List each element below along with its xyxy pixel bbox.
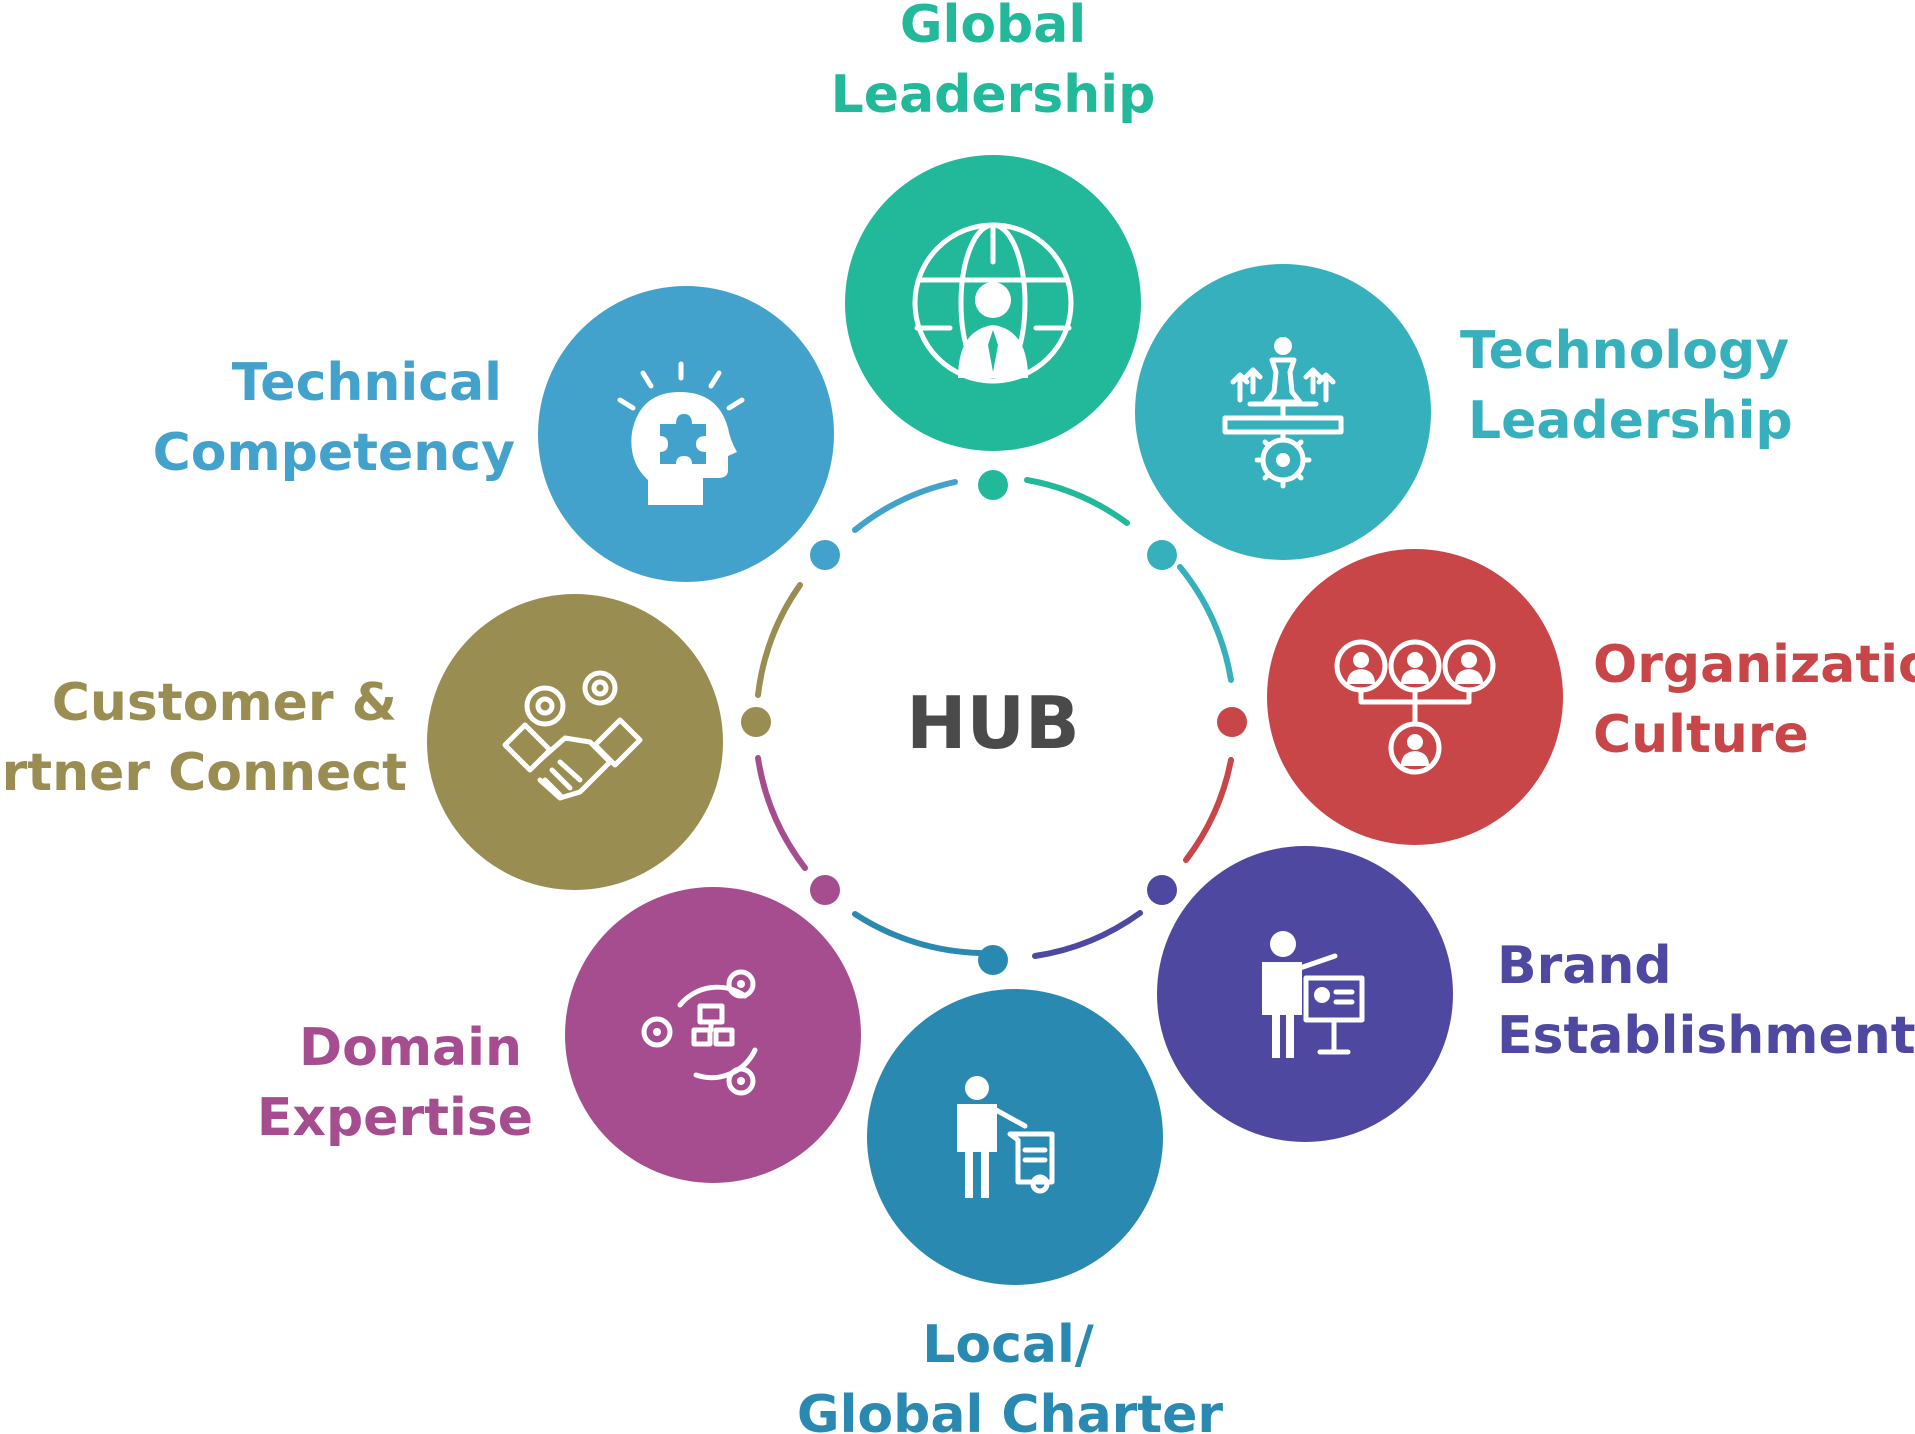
node-label-technical-competency-line2: Competency <box>153 423 515 483</box>
node-global-leadership: Global Leadership <box>831 0 1156 451</box>
head-puzzle-icon <box>617 361 745 505</box>
ring-dot-local-global-charter <box>978 945 1008 975</box>
handshake-gears-icon <box>502 670 643 801</box>
hub-label: HUB <box>906 681 1080 765</box>
node-label-organization-culture-line1: Organization <box>1593 635 1915 695</box>
ring-segment-organization-culture <box>1183 757 1234 863</box>
ring-segment-customer-partner-connect <box>755 582 803 698</box>
org-chart-icon <box>1334 639 1496 775</box>
ring-dot-technology-leadership <box>1147 540 1177 570</box>
node-organization-culture: Organization Culture <box>1267 549 1915 845</box>
node-label-technical-competency-line1: Technical <box>232 353 502 413</box>
ring-segment-brand-establishment <box>1032 910 1143 959</box>
ring-dot-organization-culture <box>1217 707 1247 737</box>
node-label-global-leadership-line1: Global <box>900 0 1086 55</box>
node-label-brand-establishment-line2: Establishment <box>1497 1006 1915 1066</box>
globe-person-icon <box>912 222 1074 384</box>
node-local-global-charter: Local/ Global Charter <box>797 989 1224 1434</box>
node-label-customer-partner-connect-line2: Partner Connect <box>0 743 407 803</box>
ring-segment-global-leadership <box>1024 477 1130 526</box>
ring-dot-technical-competency <box>810 540 840 570</box>
ring-segment-local-global-charter <box>852 911 983 956</box>
node-label-local-global-charter-line1: Local/ <box>922 1315 1094 1375</box>
ring-segment-technology-leadership <box>1177 564 1234 683</box>
hub-ring <box>755 477 1234 959</box>
node-technical-competency: Technical Competency <box>153 286 834 582</box>
node-domain-expertise: Domain Expertise <box>257 887 861 1183</box>
gears-process-icon <box>641 969 758 1096</box>
node-label-technology-leadership-line2: Leadership <box>1468 391 1793 451</box>
ring-dot-global-leadership <box>978 470 1008 500</box>
chess-gear-icon <box>1222 337 1344 489</box>
node-label-global-leadership-line2: Leadership <box>831 65 1156 125</box>
person-certificate-icon <box>957 1076 1055 1198</box>
ring-dot-brand-establishment <box>1147 875 1177 905</box>
hub-ring-dots <box>741 470 1247 975</box>
node-label-local-global-charter-line2: Global Charter <box>797 1385 1224 1434</box>
node-brand-establishment: Brand Establishment <box>1157 846 1915 1142</box>
presenter-icon <box>1262 931 1365 1058</box>
ring-dot-customer-partner-connect <box>741 707 771 737</box>
node-label-brand-establishment-line1: Brand <box>1497 936 1672 996</box>
node-technology-leadership: Technology Leadership <box>1135 264 1793 560</box>
node-circle-domain-expertise <box>565 887 861 1183</box>
node-label-technology-leadership-line1: Technology <box>1460 321 1789 381</box>
ring-segment-technical-competency <box>852 479 958 533</box>
node-label-customer-partner-connect-line1: Customer & <box>52 673 397 733</box>
node-label-domain-expertise-line1: Domain <box>299 1018 522 1078</box>
node-customer-partner-connect: Customer & Partner Connect <box>0 594 723 890</box>
ring-segment-domain-expertise <box>755 755 808 871</box>
ring-dot-domain-expertise <box>810 875 840 905</box>
node-label-organization-culture-line2: Culture <box>1593 705 1809 765</box>
node-label-domain-expertise-line2: Expertise <box>257 1088 533 1148</box>
